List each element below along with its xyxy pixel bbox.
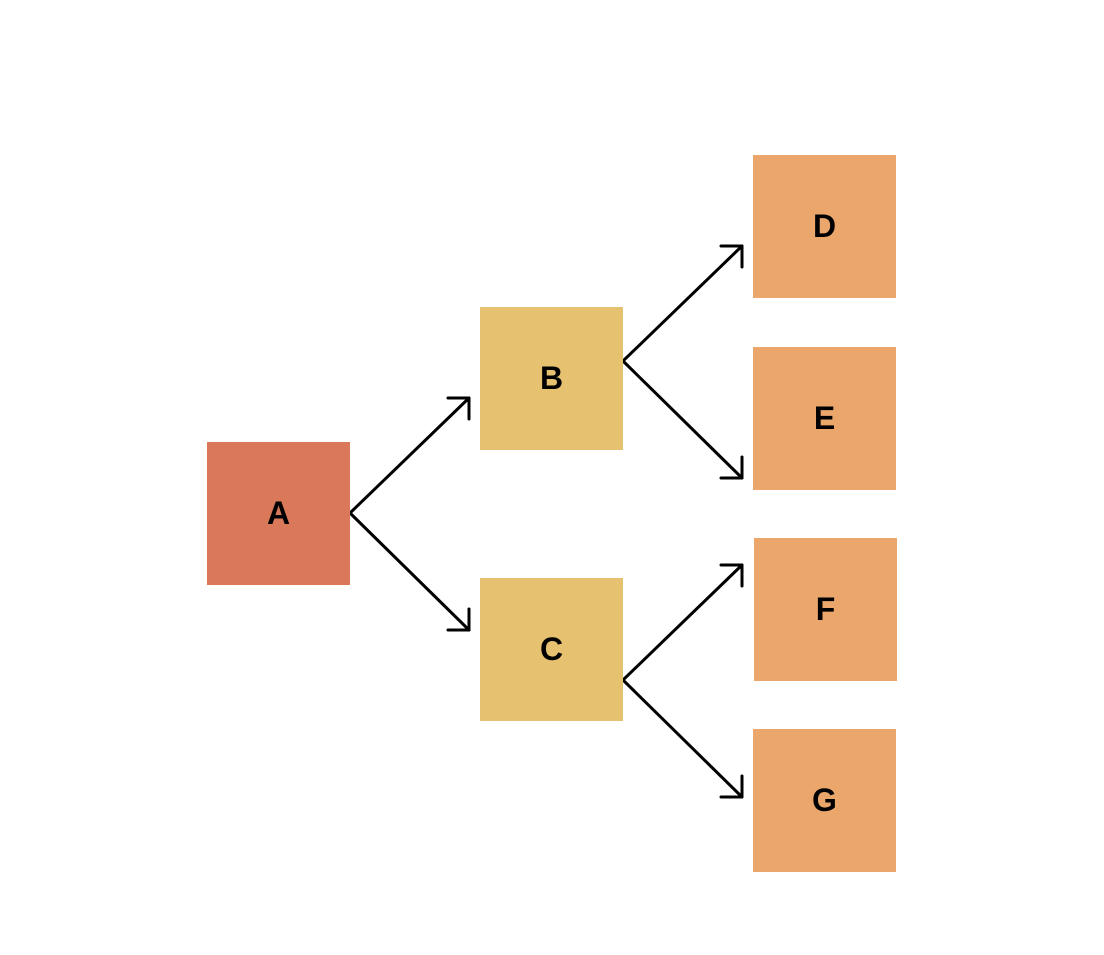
node-b-label: B xyxy=(539,360,564,396)
node-e-label: E xyxy=(813,400,836,436)
node-c-label: C xyxy=(539,631,564,667)
node-f-label: F xyxy=(815,591,836,627)
edge-b-e xyxy=(621,359,744,480)
node-f: F xyxy=(754,538,897,681)
node-g: G xyxy=(753,729,896,872)
edge-a-b xyxy=(348,396,471,515)
edge-c-g xyxy=(621,678,744,799)
node-g-label: G xyxy=(812,782,837,818)
node-c: C xyxy=(480,578,623,721)
node-a: A xyxy=(207,442,350,585)
node-e: E xyxy=(753,347,896,490)
node-b: B xyxy=(480,307,623,450)
node-a-label: A xyxy=(266,495,291,531)
node-d-label: D xyxy=(812,208,837,244)
edge-c-f xyxy=(621,563,744,682)
edge-a-c xyxy=(348,511,471,632)
edge-b-d xyxy=(621,244,744,363)
node-d: D xyxy=(753,155,896,298)
